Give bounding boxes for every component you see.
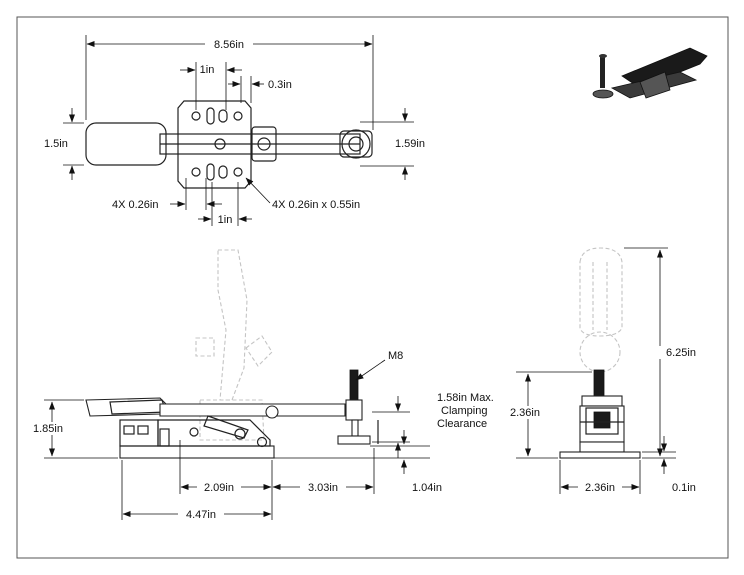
dim-c: 4.47in [186,509,216,521]
dim-hole-diameter: 4X 0.26in [112,199,158,211]
dim-width-right: 1.59in [395,138,425,150]
dim-total-height: 6.25in [666,347,696,359]
dim-offset-right: 0.3in [268,79,292,91]
dim-base-width: 2.36in [585,482,615,494]
dim-height: 1.85in [33,423,63,435]
dim-hole-pitch-bottom: 1in [218,214,233,226]
note-clamping-line1: 1.58in Max. [437,392,494,404]
dim-closed-height: 2.36in [510,407,540,419]
dim-overall-length: 8.56in [214,39,244,51]
end-view: 6.25in 2.36in 2.36in 0.1in [506,247,703,494]
dim-width-left: 1.5in [44,138,68,150]
label-thread-size: M8 [388,350,403,362]
dim-base-thickness: 0.1in [672,482,696,494]
note-clamping-line3: Clearance [437,418,487,430]
note-clamping-line2: Clamping [441,405,487,417]
dim-b: 3.03in [308,482,338,494]
sheet-border [16,16,729,559]
side-view: M8 1.58in Max. Clamping Clearance 1.85in… [30,249,494,521]
isometric-preview [592,47,708,99]
dim-hole-pitch-top: 1in [200,64,215,76]
dim-slot-size: 4X 0.26in x 0.55in [272,199,360,211]
dim-base-height: 1.04in [412,482,442,494]
top-view: 8.56in 1in 0.3in 1.5in 1.59in 4X 0.26in [44,35,425,226]
dim-a: 2.09in [204,482,234,494]
